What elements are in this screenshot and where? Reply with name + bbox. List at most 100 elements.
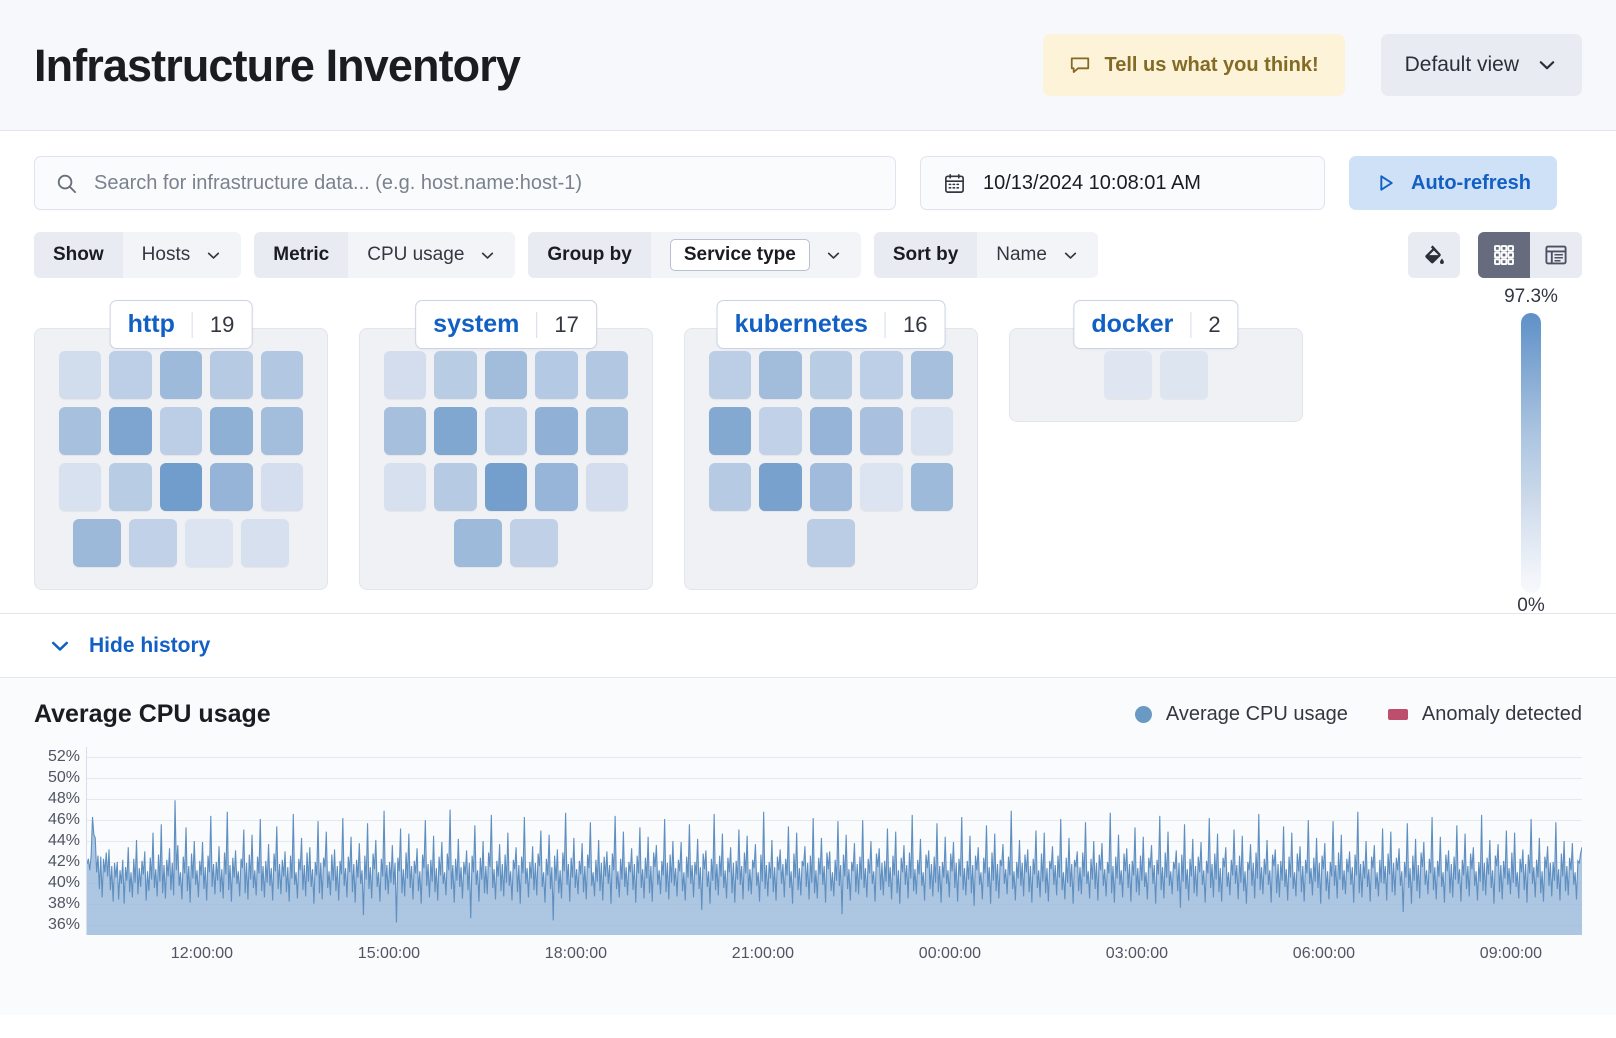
host-tile[interactable]: [384, 463, 427, 511]
host-tile[interactable]: [484, 407, 528, 455]
host-tile[interactable]: [159, 407, 203, 455]
host-tile[interactable]: [159, 463, 203, 511]
gridline: [87, 841, 1582, 842]
host-tile[interactable]: [535, 407, 578, 455]
default-view-button[interactable]: Default view: [1380, 34, 1582, 96]
waffle-group: kubernetes 16: [684, 300, 978, 590]
tile-row: [59, 519, 303, 567]
gridline: [87, 820, 1582, 822]
host-tile[interactable]: [484, 463, 528, 511]
chart-plot-area[interactable]: [86, 747, 1582, 935]
legend-item-anomaly-detected[interactable]: Anomaly detected: [1387, 703, 1582, 726]
host-tile[interactable]: [809, 463, 853, 511]
host-tile[interactable]: [585, 351, 629, 399]
host-tile[interactable]: [910, 351, 954, 399]
table-view-button[interactable]: [1530, 232, 1582, 278]
host-tile[interactable]: [910, 407, 954, 455]
host-tile[interactable]: [585, 463, 629, 511]
grid-view-button[interactable]: [1478, 232, 1530, 278]
host-tile[interactable]: [709, 407, 752, 455]
host-tile[interactable]: [59, 351, 102, 399]
host-tile[interactable]: [434, 463, 477, 511]
host-tile[interactable]: [260, 407, 304, 455]
host-tile[interactable]: [434, 407, 477, 455]
host-tile[interactable]: [809, 351, 853, 399]
filter-metric-value[interactable]: CPU usage: [348, 232, 516, 278]
page-header: Infrastructure Inventory Tell us what yo…: [0, 0, 1616, 131]
toolbar: 10/13/2024 10:08:01 AM Auto-refresh Show…: [0, 131, 1616, 278]
filter-sort-by-value[interactable]: Name: [977, 232, 1098, 278]
tile-row: [59, 463, 304, 511]
host-tile[interactable]: [384, 351, 427, 399]
host-tile[interactable]: [860, 407, 903, 455]
gridline: [87, 799, 1582, 801]
host-tile[interactable]: [454, 519, 502, 567]
host-tile[interactable]: [1160, 351, 1208, 399]
host-tile[interactable]: [759, 351, 802, 399]
group-count: 16: [884, 311, 944, 338]
x-axis-tick-label: 15:00:00: [357, 945, 421, 962]
host-tile[interactable]: [384, 407, 427, 455]
host-tile[interactable]: [129, 519, 177, 567]
x-axis-tick-label: 03:00:00: [1105, 945, 1169, 962]
host-tile[interactable]: [73, 519, 121, 567]
filter-group-by-value[interactable]: Service type: [650, 232, 861, 278]
host-tile[interactable]: [159, 351, 203, 399]
host-tile[interactable]: [910, 463, 954, 511]
legend-gradient-bar: [1521, 313, 1541, 593]
auto-refresh-button[interactable]: Auto-refresh: [1349, 156, 1558, 210]
host-tile[interactable]: [535, 463, 578, 511]
host-tile[interactable]: [109, 463, 152, 511]
filter-show-label: Show: [34, 232, 123, 278]
gridline: [87, 757, 1582, 759]
filter-show-value[interactable]: Hosts: [122, 232, 242, 278]
host-tile[interactable]: [241, 519, 289, 567]
host-tile[interactable]: [585, 407, 629, 455]
legend-label: Average CPU usage: [1165, 703, 1348, 725]
filter-metric-value-text: CPU usage: [367, 244, 465, 265]
host-tile[interactable]: [109, 351, 152, 399]
filter-metric-label: Metric: [254, 232, 349, 278]
host-tile[interactable]: [210, 351, 253, 399]
group-name-link[interactable]: http: [127, 310, 175, 338]
host-tile[interactable]: [59, 407, 102, 455]
host-tile[interactable]: [510, 519, 558, 567]
legend-label: Anomaly detected: [1421, 703, 1582, 725]
x-axis-tick-label: 12:00:00: [170, 945, 234, 962]
host-tile[interactable]: [860, 351, 903, 399]
feedback-button[interactable]: Tell us what you think!: [1042, 34, 1345, 96]
color-fill-icon-button[interactable]: [1408, 232, 1460, 278]
host-tile[interactable]: [260, 463, 304, 511]
host-tile[interactable]: [535, 351, 578, 399]
host-tile[interactable]: [759, 407, 802, 455]
host-tile[interactable]: [484, 351, 528, 399]
group-name-link[interactable]: docker: [1091, 310, 1174, 338]
host-tile[interactable]: [759, 463, 802, 511]
host-tile[interactable]: [210, 463, 253, 511]
host-tile[interactable]: [185, 519, 233, 567]
y-axis-tick-label: 44%: [47, 832, 80, 849]
group-name-link[interactable]: kubernetes: [734, 310, 868, 338]
host-tile[interactable]: [59, 463, 102, 511]
host-tile[interactable]: [809, 407, 853, 455]
host-tile[interactable]: [1104, 351, 1152, 399]
hide-history-toggle[interactable]: Hide history: [0, 614, 1616, 678]
host-tile[interactable]: [709, 463, 752, 511]
y-axis-tick-label: 42%: [47, 852, 80, 870]
legend-item-average-cpu-usage[interactable]: Average CPU usage: [1134, 703, 1348, 726]
host-tile[interactable]: [860, 463, 903, 511]
date-picker[interactable]: 10/13/2024 10:08:01 AM: [920, 156, 1325, 210]
y-axis-tick-label: 50%: [47, 769, 80, 787]
search-box[interactable]: [34, 156, 896, 210]
host-tile[interactable]: [807, 519, 855, 567]
x-axis-tick-label: 21:00:00: [731, 945, 795, 962]
group-name-link[interactable]: system: [433, 310, 520, 338]
host-tile[interactable]: [210, 407, 253, 455]
host-tile[interactable]: [109, 407, 152, 455]
filter-group-by-value-text: Service type: [669, 239, 810, 271]
host-tile[interactable]: [434, 351, 477, 399]
default-view-label: Default view: [1404, 53, 1519, 76]
search-input[interactable]: [94, 171, 875, 195]
host-tile[interactable]: [260, 351, 304, 399]
host-tile[interactable]: [709, 351, 752, 399]
